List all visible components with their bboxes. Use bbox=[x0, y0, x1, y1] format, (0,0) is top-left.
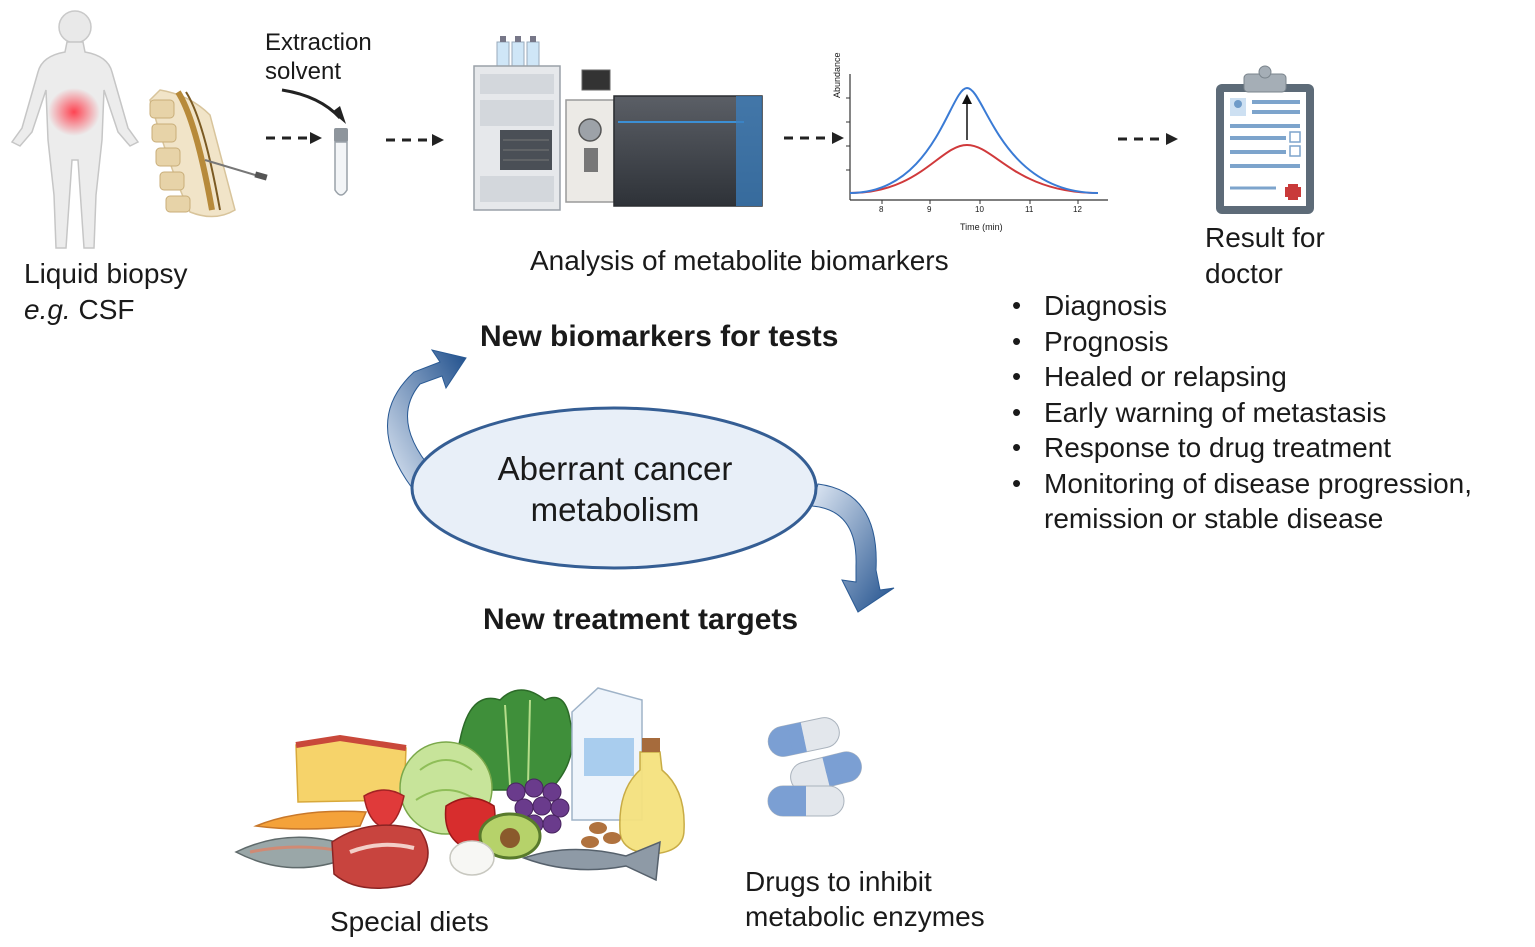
result-item: Healed or relapsing bbox=[1010, 359, 1472, 395]
cycle-arrows bbox=[387, 349, 895, 613]
result-item: Monitoring of disease progression, bbox=[1010, 466, 1472, 502]
liquid-biopsy-label: Liquid biopsy e.g. CSF bbox=[24, 258, 188, 325]
chromatogram-tick: 10 bbox=[975, 205, 984, 214]
extraction-arrow bbox=[281, 88, 342, 120]
chromatogram-tick: 9 bbox=[927, 205, 932, 214]
clipboard-report-icon bbox=[1216, 65, 1314, 214]
new-biomarkers-heading: New biomarkers for tests bbox=[480, 320, 839, 353]
food-group-icon bbox=[234, 687, 685, 889]
spine-needle-icon bbox=[149, 89, 268, 218]
flow-arrows bbox=[266, 132, 1178, 146]
lc-ms-instrument-icon bbox=[473, 36, 763, 211]
drugs-label: Drugs to inhibit metabolic enzymes bbox=[745, 866, 985, 932]
chromatogram-icon bbox=[846, 74, 1108, 204]
human-body-icon bbox=[10, 10, 140, 249]
pills-icon bbox=[767, 717, 862, 817]
new-targets-heading: New treatment targets bbox=[483, 603, 799, 636]
result-item: Early warning of metastasis bbox=[1010, 395, 1472, 431]
chromatogram-x-axis-label: Time (min) bbox=[960, 222, 1003, 232]
chromatogram-tick: 12 bbox=[1073, 205, 1082, 214]
chromatogram-tick: 11 bbox=[1025, 205, 1034, 214]
series-blue-peak bbox=[849, 86, 1099, 194]
chromatogram-tick: 8 bbox=[879, 205, 884, 214]
aberrant-metabolism-ellipse bbox=[410, 406, 818, 570]
result-list: Diagnosis Prognosis Healed or relapsing … bbox=[1010, 288, 1472, 537]
test-tube-icon bbox=[334, 128, 348, 196]
result-for-doctor-label: Result for doctor bbox=[1205, 222, 1325, 289]
special-diets-label: Special diets bbox=[330, 906, 489, 937]
result-item: Diagnosis bbox=[1010, 288, 1472, 324]
chromatogram-y-axis-label: Abundance bbox=[832, 52, 842, 98]
aberrant-metabolism-label: Aberrant cancer metabolism bbox=[497, 450, 733, 528]
result-item-continuation: remission or stable disease bbox=[1044, 503, 1384, 534]
result-item: Prognosis bbox=[1010, 324, 1472, 360]
result-item: Response to drug treatment bbox=[1010, 430, 1472, 466]
series-red-peak bbox=[849, 143, 1099, 194]
analysis-label: Analysis of metabolite biomarkers bbox=[530, 245, 949, 276]
extraction-solvent-label: Extraction solvent bbox=[265, 29, 372, 85]
